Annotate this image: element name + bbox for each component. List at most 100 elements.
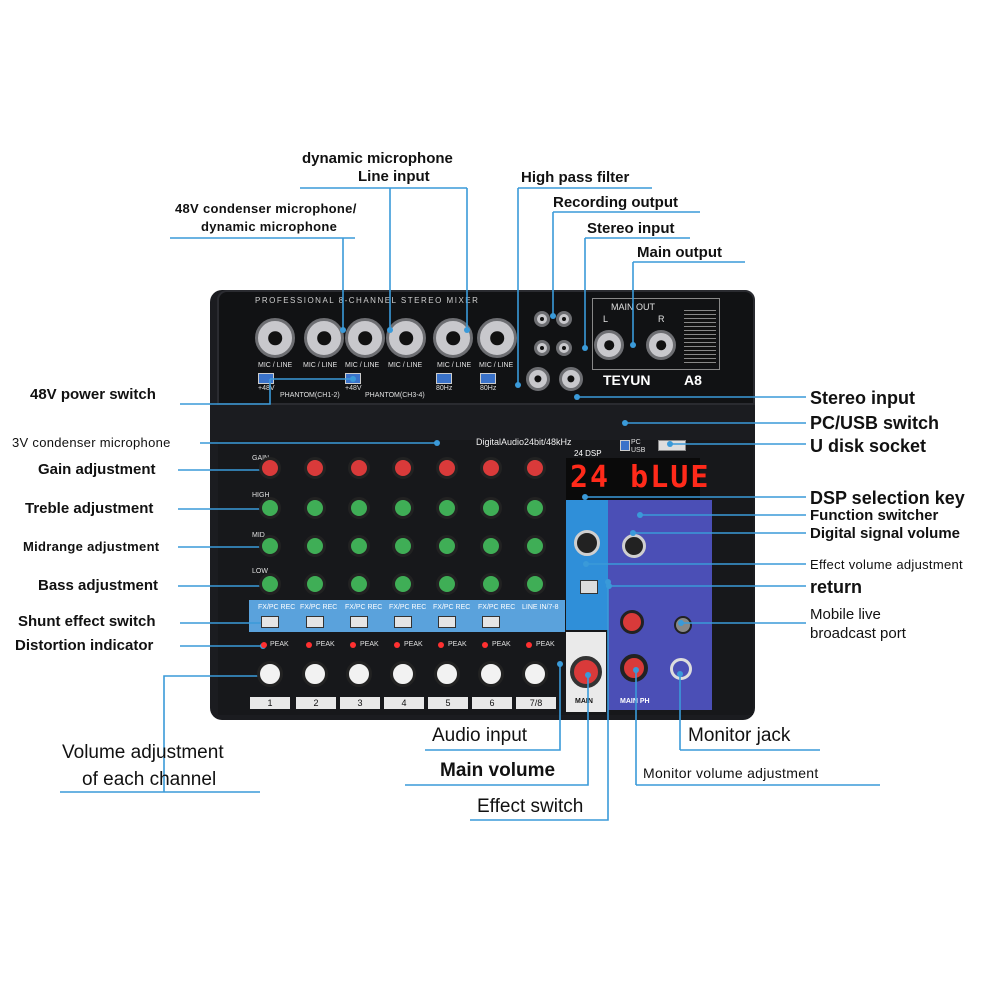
treble-knob-4[interactable]	[392, 497, 414, 519]
label-digital-signal-volume: Digital signal volume	[810, 525, 961, 542]
xlr-input-6[interactable]	[477, 318, 517, 358]
label-u-disk-socket: U disk socket	[810, 436, 927, 456]
main-out-jack-l[interactable]	[594, 330, 624, 360]
gain-knob-5[interactable]	[436, 457, 458, 479]
treble-knob-6[interactable]	[480, 497, 502, 519]
treble-knob-7[interactable]	[524, 497, 546, 519]
label-monitor-jack: Monitor jack	[688, 725, 791, 746]
channel-volume-knob-2[interactable]	[302, 661, 328, 687]
gain-knob-3[interactable]	[348, 457, 370, 479]
plus48-label-34: +48V	[345, 385, 362, 392]
fx-label-2: FX/PC REC	[300, 604, 338, 611]
label-condenser-mic-1: 48V condenser microphone/	[175, 201, 357, 216]
gain-label: GAIN	[252, 455, 270, 462]
stereo-input-jack-l[interactable]	[534, 340, 550, 356]
mid-knob-4[interactable]	[392, 535, 414, 557]
gain-knob-6[interactable]	[480, 457, 502, 479]
rec-output-jack-l[interactable]	[534, 311, 550, 327]
channel-volume-knob-6[interactable]	[478, 661, 504, 687]
channel-number-6: 6	[472, 697, 512, 709]
mic-line-label-4: MIC / LINE	[388, 362, 423, 369]
rec-output-jack-r[interactable]	[556, 311, 572, 327]
treble-knob-2[interactable]	[304, 497, 326, 519]
monitor-volume-knob[interactable]	[620, 654, 648, 682]
mid-knob-3[interactable]	[348, 535, 370, 557]
peak-label-3: PEAK	[360, 641, 379, 648]
main-ph-label: MAIN PH	[620, 698, 650, 705]
fx-switch-5[interactable]	[438, 616, 456, 628]
channel-number-1: 1	[250, 697, 290, 709]
bass-knob-2[interactable]	[304, 573, 326, 595]
xlr-input-1[interactable]	[255, 318, 295, 358]
hpf-switch-5[interactable]	[436, 373, 452, 384]
channel-volume-knob-7[interactable]	[522, 661, 548, 687]
effect-switch-button[interactable]	[580, 580, 598, 594]
usb-label: USB	[631, 447, 646, 454]
fx-switch-3[interactable]	[350, 616, 368, 628]
dsp-knob[interactable]	[574, 530, 600, 556]
channel-number-5: 5	[428, 697, 468, 709]
fx-switch-2[interactable]	[306, 616, 324, 628]
xlr-input-4[interactable]	[386, 318, 426, 358]
mid-knob-7[interactable]	[524, 535, 546, 557]
pc-label: PC	[631, 439, 641, 446]
label-48v-power-switch: 48V power switch	[30, 386, 156, 403]
channel-number-7-8: 7/8	[516, 697, 556, 709]
mid-knob-1[interactable]	[259, 535, 281, 557]
label-gain-adjustment: Gain adjustment	[38, 461, 156, 478]
mid-knob-6[interactable]	[480, 535, 502, 557]
headphone-icon[interactable]	[670, 658, 692, 680]
main-out-jack-r[interactable]	[646, 330, 676, 360]
bass-knob-3[interactable]	[348, 573, 370, 595]
channel-volume-knob-4[interactable]	[390, 661, 416, 687]
channel-volume-knob-3[interactable]	[346, 661, 372, 687]
phantom-label-12: PHANTOM(CH1-2)	[280, 392, 340, 399]
bass-knob-5[interactable]	[436, 573, 458, 595]
treble-knob-3[interactable]	[348, 497, 370, 519]
mixer-header-text: PROFESSIONAL 8-CHANNEL STEREO MIXER	[255, 296, 480, 305]
high-label: HIGH	[252, 492, 270, 499]
gain-knob-1[interactable]	[259, 457, 281, 479]
pc-usb-switch[interactable]	[620, 440, 630, 451]
model-label: A8	[684, 372, 702, 388]
peak-led-6	[482, 642, 488, 648]
mid-knob-2[interactable]	[304, 535, 326, 557]
fx-switch-4[interactable]	[394, 616, 412, 628]
mid-knob-5[interactable]	[436, 535, 458, 557]
bass-knob-7[interactable]	[524, 573, 546, 595]
line-input-jack-8[interactable]	[559, 367, 583, 391]
fx-switch-1[interactable]	[261, 616, 279, 628]
hz-label-5: 80Hz	[436, 385, 453, 392]
gain-knob-2[interactable]	[304, 457, 326, 479]
fx-switch-6[interactable]	[482, 616, 500, 628]
bass-knob-6[interactable]	[480, 573, 502, 595]
main-volume-knob[interactable]	[570, 656, 602, 688]
channel-number-3: 3	[340, 697, 380, 709]
treble-knob-1[interactable]	[259, 497, 281, 519]
bass-knob-4[interactable]	[392, 573, 414, 595]
xlr-input-2[interactable]	[304, 318, 344, 358]
peak-led-7	[526, 642, 532, 648]
mic-line-label-5: MIC / LINE	[437, 362, 472, 369]
peak-label-5: PEAK	[448, 641, 467, 648]
line-in-label: LINE IN/7-8	[522, 604, 559, 611]
peak-label-7: PEAK	[536, 641, 555, 648]
channel-volume-knob-5[interactable]	[434, 661, 460, 687]
main-out-box	[592, 298, 720, 370]
plus48-label-12: +48V	[258, 385, 275, 392]
line-input-jack-7[interactable]	[526, 367, 550, 391]
xlr-input-3[interactable]	[345, 318, 385, 358]
mic-line-label-2: MIC / LINE	[303, 362, 338, 369]
gain-knob-4[interactable]	[392, 457, 414, 479]
stereo-input-jack-r[interactable]	[556, 340, 572, 356]
gain-knob-7[interactable]	[524, 457, 546, 479]
label-pc-usb-switch: PC/USB switch	[810, 413, 940, 433]
channel-volume-knob-1[interactable]	[257, 661, 283, 687]
peak-label-6: PEAK	[492, 641, 511, 648]
bass-knob-1[interactable]	[259, 573, 281, 595]
label-volume-each-2: of each channel	[82, 769, 217, 790]
treble-knob-5[interactable]	[436, 497, 458, 519]
effect-volume-knob[interactable]	[620, 610, 644, 634]
hpf-switch-6[interactable]	[480, 373, 496, 384]
